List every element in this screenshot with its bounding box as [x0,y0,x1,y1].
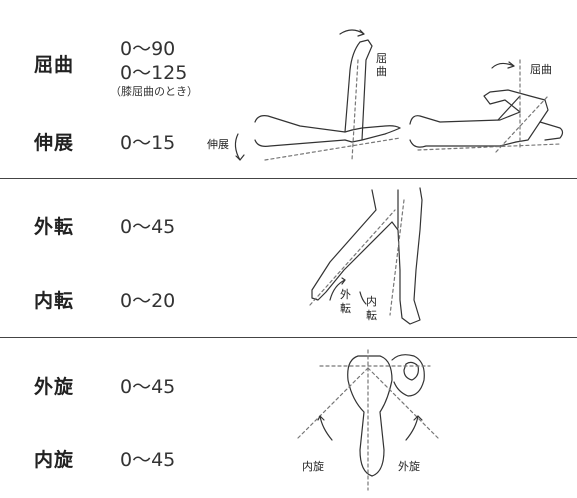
flexion-range: 0～90 [120,38,176,60]
extension-label: 伸展 [34,132,75,154]
rotation-figure [295,349,441,491]
fig-adduction-label: 内 転 [366,294,381,322]
abduction-adduction-figure [309,187,423,325]
flexion-label: 屈曲 [34,54,75,76]
fig-flexion-label-a-line2: 曲 [376,65,387,78]
fig-flexion-label-a-line1: 屈 [376,52,387,65]
abduction-label: 外転 [34,216,75,238]
extension-range: 0～15 [120,132,176,154]
fig-flexion-label-b: 屈曲 [530,63,552,76]
fig-extension-label: 伸展 [207,138,229,151]
knee-flexed-note: （膝屈曲のとき） [110,85,198,98]
fig-abduction-label: 外 転 [340,288,355,315]
internal-rotation-range: 0～45 [120,449,176,471]
adduction-label: 内転 [34,290,75,312]
abduction-range: 0～45 [120,216,176,238]
internal-rotation-label: 内旋 [34,449,75,471]
adduction-range: 0～20 [120,290,176,312]
section-divider-2 [0,337,577,338]
fig-external-rotation-label: 外旋 [398,459,420,473]
fig-flexion-label-a: 屈 曲 [376,52,391,78]
flexion-range-knee-bent: 0～125 [120,62,188,84]
fig-internal-rotation-label: 内旋 [302,459,324,473]
external-rotation-range: 0～45 [120,376,176,398]
knee-bent-flexion-figure [409,59,564,153]
external-rotation-label: 外旋 [34,376,75,398]
straight-leg-flexion-figure [234,29,401,161]
section-divider-1 [0,178,577,179]
